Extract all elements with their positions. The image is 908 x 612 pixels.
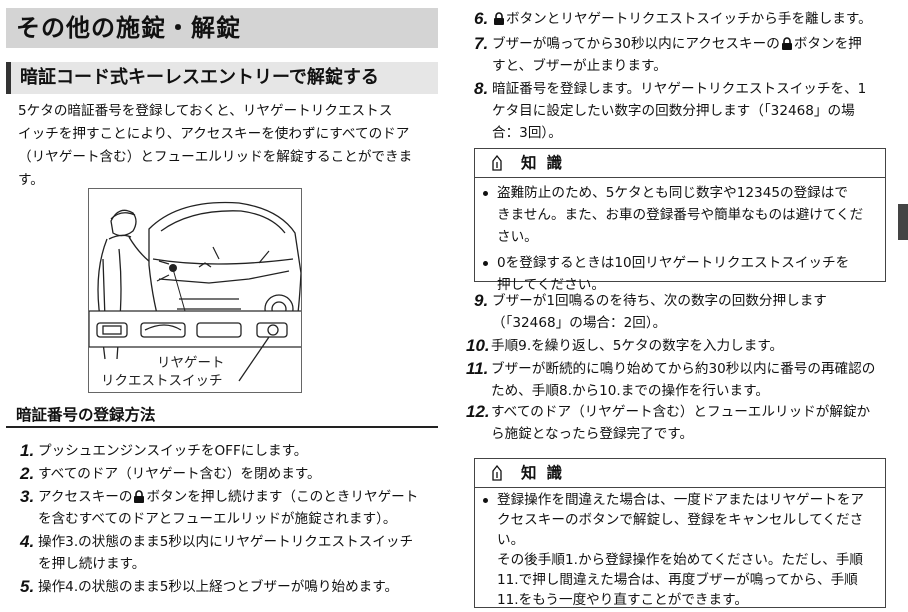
bullet-line: 11.で押し間違えた場合は、再度ブザーが鳴ってから、手順 <box>497 572 858 588</box>
step-number: 1. <box>20 441 35 460</box>
step-text: を含むすべてのドアとフューエルリッドが施錠されます）。 <box>38 511 397 527</box>
bullet-line: さい。 <box>497 229 538 245</box>
step-text: を押し続けます。 <box>38 556 146 572</box>
note-header: 知識 <box>475 459 885 488</box>
car-and-person-drawing <box>89 201 301 382</box>
step-item: 12. すべてのドア（リヤゲート含む）とフューエルリッドが解錠か ら施錠となった… <box>466 401 894 445</box>
step-text: 手順9.を繰り返し、5ケタの数字を入力します。 <box>491 338 784 354</box>
step-item: 2. すべてのドア（リヤゲート含む）を閉めます。 <box>20 463 440 485</box>
step-item: 1. プッシュエンジンスイッチをOFFにします。 <box>20 440 440 462</box>
step-text: ら施錠となったら登録完了です。 <box>491 426 694 442</box>
step-text: ブザーが鳴ってから30秒以内にアクセスキーのボタンを押 <box>474 33 894 55</box>
bullet-line: 11.をもう一度やり直すことができます。 <box>497 592 748 608</box>
bullet-dot <box>483 261 488 266</box>
step-item: 5. 操作4.の状態のまま5秒以上経つとブザーが鳴り始めます。 <box>20 576 440 598</box>
rear-gate-illustration: リヤゲート リクエストスイッチ <box>88 188 302 393</box>
step-text: 暗証番号を登録します。リヤゲートリクエストスイッチを、1 <box>492 81 867 97</box>
bullet-line: 押してください。 <box>497 277 605 293</box>
info-note-icon <box>492 155 502 171</box>
note-bullet: 盗難防止のため、5ケタとも同じ数字や12345の登録はで きません。また、お車の… <box>475 182 885 248</box>
step-text-part: ボタンとリヤゲートリクエストスイッチから手を離します。 <box>506 11 872 27</box>
info-note-icon <box>492 465 502 481</box>
note-header: 知識 <box>475 149 885 178</box>
step-number: 6. <box>474 9 489 28</box>
intro-line: イッチを押すことにより、アクセスキーを使わずにすべてのドア <box>18 126 410 142</box>
step-text: ケタ目に設定したい数字の回数分押します（「32468」の場 <box>492 103 855 119</box>
bullet-dot <box>483 191 488 196</box>
step-item: 3. アクセスキーのボタンを押し続けます（このときリヤゲート を含むすべてのドア… <box>20 486 440 530</box>
step-text: ブザーが断続的に鳴り始めてから約30秒以内に番号の再確認の <box>491 361 876 377</box>
step-number: 11. <box>466 359 489 378</box>
step-text: すべてのドア（リヤゲート含む）を閉めます。 <box>38 466 321 482</box>
step-item: 4. 操作3.の状態のまま5秒以内にリヤゲートリクエストスイッチ を押し続けます… <box>20 531 440 575</box>
bullet-line: 登録操作を間違えた場合は、一度ドアまたはリヤゲートをア <box>497 492 865 508</box>
page-side-tab <box>898 204 908 240</box>
step-number: 12. <box>466 402 490 421</box>
knowledge-note: 知識 盗難防止のため、5ケタとも同じ数字や12345の登録はで きません。また、… <box>474 148 886 293</box>
intro-line: 5ケタの暗証番号を登録しておくと、リヤゲートリクエストス <box>18 103 393 119</box>
bullet-line: その後手順1.から登録操作を始めてください。ただし、手順 <box>497 552 863 568</box>
figure-label-rear-gate: リヤゲート <box>157 355 225 371</box>
bullet-line: 0を登録するときは10回リヤゲートリクエストスイッチを <box>497 255 850 271</box>
subsection-title: 暗証コード式キーレスエントリーで解錠する <box>6 62 438 94</box>
step-number: 8. <box>474 79 489 98</box>
step-item: 6. ボタンとリヤゲートリクエストスイッチから手を離します。 <box>474 8 894 30</box>
step-text: （「32468」の場合：2回）。 <box>492 315 667 331</box>
step-text: すべてのドア（リヤゲート含む）とフューエルリッドが解錠か <box>491 404 871 420</box>
step-text-part: ブザーが鳴ってから30秒以内にアクセスキーの <box>492 36 780 52</box>
step-text: 操作3.の状態のまま5秒以内にリヤゲートリクエストスイッチ <box>38 534 414 550</box>
step-item: 11. ブザーが断続的に鳴り始めてから約30秒以内に番号の再確認の ため、手順8… <box>466 358 894 402</box>
bullet-line: きません。また、お車の登録番号や簡単なものは避けてくだ <box>497 207 864 223</box>
step-text: ため、手順8.から10.までの操作を行います。 <box>491 383 769 399</box>
step-item: 9. ブザーが1回鳴るのを待ち、次の数字の回数分押します （「32468」の場合… <box>474 290 894 334</box>
lock-icon <box>781 37 792 50</box>
step-text: 合：3回）。 <box>492 125 562 141</box>
step-text: ブザーが1回鳴るのを待ち、次の数字の回数分押します <box>492 293 827 309</box>
step-text: プッシュエンジンスイッチをOFFにします。 <box>38 443 308 459</box>
bullet-dot <box>483 498 488 503</box>
note-bullet: 登録操作を間違えた場合は、一度ドアまたはリヤゲートをア クセスキーのボタンで解錠… <box>475 490 885 610</box>
lock-icon <box>134 490 145 503</box>
intro-paragraph: 5ケタの暗証番号を登録しておくと、リヤゲートリクエストス イッチを押すことにより… <box>18 100 436 192</box>
figure-label-request-switch: リクエストスイッチ <box>101 373 223 389</box>
registration-heading: 暗証番号の登録方法 <box>6 404 438 428</box>
step-number: 5. <box>20 577 35 596</box>
step-text: ボタンとリヤゲートリクエストスイッチから手を離します。 <box>474 8 894 30</box>
intro-line: す。 <box>18 172 44 188</box>
step-number: 4. <box>20 532 35 551</box>
note-title: 知識 <box>521 154 573 172</box>
step-text-part: ボタンを押 <box>793 36 862 52</box>
step-item: 10. 手順9.を繰り返し、5ケタの数字を入力します。 <box>466 335 894 357</box>
bullet-line: 盗難防止のため、5ケタとも同じ数字や12345の登録はで <box>497 185 848 201</box>
step-number: 2. <box>20 464 35 483</box>
knowledge-note: 知識 登録操作を間違えた場合は、一度ドアまたはリヤゲートをア クセスキーのボタン… <box>474 458 886 608</box>
step-text: すと、ブザーが止まります。 <box>492 58 667 74</box>
step-number: 3. <box>20 487 35 506</box>
step-text: アクセスキーのボタンを押し続けます（このときリヤゲート <box>20 486 440 508</box>
step-text: 操作4.の状態のまま5秒以上経つとブザーが鳴り始めます。 <box>38 579 399 595</box>
step-number: 9. <box>474 291 489 310</box>
step-number: 10. <box>466 336 490 355</box>
lock-icon <box>494 12 504 25</box>
step-item: 7. ブザーが鳴ってから30秒以内にアクセスキーのボタンを押 すと、ブザーが止ま… <box>474 33 894 77</box>
step-text-part: アクセスキーの <box>38 489 133 505</box>
bullet-line: い。 <box>497 532 525 548</box>
step-number: 7. <box>474 34 489 53</box>
step-text-part: ボタンを押し続けます（このときリヤゲート <box>146 489 419 505</box>
bullet-line: クセスキーのボタンで解錠し、登録をキャンセルしてくださ <box>497 512 864 528</box>
note-bullet: 0を登録するときは10回リヤゲートリクエストスイッチを 押してください。 <box>475 252 885 296</box>
step-item: 8. 暗証番号を登録します。リヤゲートリクエストスイッチを、1 ケタ目に設定した… <box>474 78 894 144</box>
section-title: その他の施錠・解錠 <box>6 8 438 48</box>
intro-line: （リヤゲート含む）とフューエルリッドを解錠することができま <box>18 149 413 165</box>
note-title: 知識 <box>521 464 573 482</box>
